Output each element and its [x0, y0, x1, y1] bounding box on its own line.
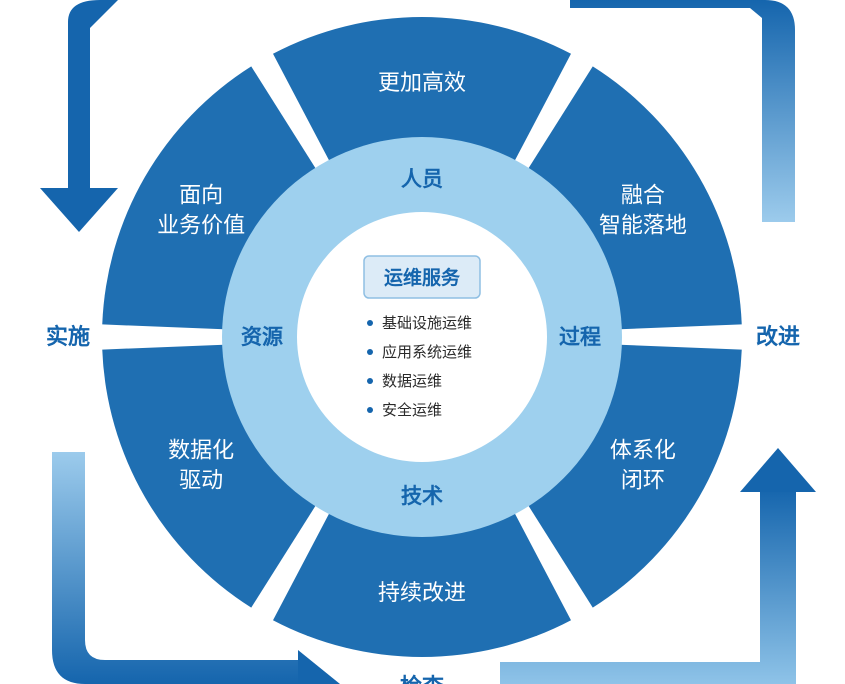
arrow-bottom-left-icon: [52, 452, 300, 684]
segment-label: 面向: [179, 184, 223, 209]
ring-label-top: 人员: [401, 167, 443, 191]
cycle-label-right: 改进: [756, 324, 800, 350]
segment-label: 驱动: [179, 469, 223, 494]
arrow-head-up-icon: [740, 448, 816, 492]
arrow-head-right-icon: [298, 650, 340, 684]
segment-label: 业务价值: [157, 214, 245, 239]
ring-label-left: 资源: [241, 325, 283, 349]
segment-label: 融合: [621, 184, 665, 209]
cycle-arrows: [40, 0, 816, 684]
segment-label: 体系化: [610, 439, 676, 464]
segment-label: 持续改进: [378, 581, 466, 606]
ring-label-bottom: 技术: [401, 484, 443, 508]
segment-label: 更加高效: [378, 71, 466, 96]
segment-label: 数据化: [168, 439, 234, 464]
arrow-bottom-right-icon: [500, 488, 796, 684]
list-item: 应用系统运维: [382, 343, 472, 361]
list-item: 基础设施运维: [382, 314, 472, 332]
arrow-head-down-icon: [40, 188, 118, 232]
list-bullet: [367, 407, 373, 413]
list-item: 数据运维: [382, 372, 442, 390]
list-bullet: [367, 378, 373, 384]
list-item: 安全运维: [382, 401, 442, 419]
cycle-label-bottom: 检查: [400, 674, 444, 684]
center-title: 运维服务: [384, 266, 461, 289]
segment-label: 智能落地: [599, 214, 687, 239]
center-list: 基础设施运维 应用系统运维 数据运维 安全运维: [367, 314, 472, 419]
center-title-box: [363, 255, 481, 299]
list-bullet: [367, 320, 373, 326]
ring-label-right: 过程: [559, 325, 601, 349]
arrow-top-right-icon: [570, 0, 795, 222]
list-bullet: [367, 349, 373, 355]
cycle-label-left: 实施: [46, 324, 90, 350]
segment-label: 闭环: [621, 469, 665, 494]
inner-core: [297, 212, 547, 462]
arrow-top-left-icon: [68, 0, 118, 190]
